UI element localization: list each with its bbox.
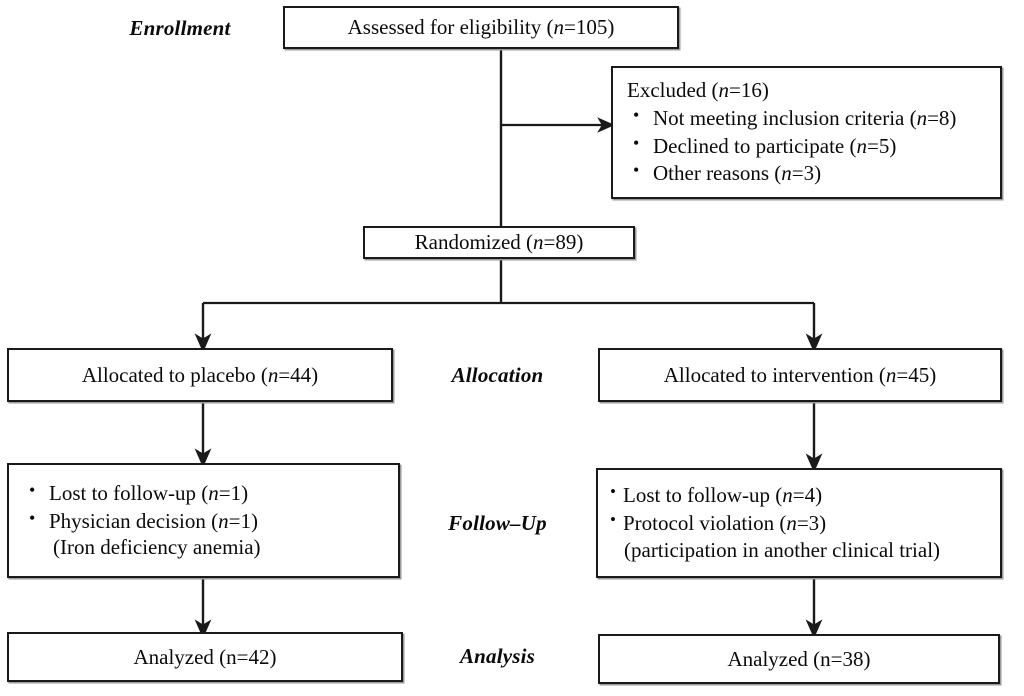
- analyzed-intervention-text: Analyzed (n=38): [727, 646, 871, 671]
- node-allocated-placebo[interactable]: Allocated to placebo (n=44): [7, 348, 393, 402]
- excluded-reason-list: Not meeting inclusion criteria (n=8) Dec…: [623, 104, 990, 188]
- node-allocated-intervention[interactable]: Allocated to intervention (n=45): [598, 348, 1002, 402]
- list-item: Other reasons (n=3): [623, 159, 990, 187]
- list-item: Lost to follow-up (n=4): [608, 481, 990, 509]
- assessed-text: Assessed for eligibility (n=105): [347, 15, 615, 40]
- followup-intervention-content: Lost to follow-up (n=4) Protocol violati…: [598, 481, 1000, 565]
- stage-label-followup: Follow–Up: [448, 511, 547, 535]
- followup-placebo-content: Lost to follow-up (n=1) Physician decisi…: [9, 479, 398, 563]
- node-analyzed-placebo[interactable]: Analyzed (n=42): [7, 632, 403, 682]
- list-item: Lost to follow-up (n=1): [19, 479, 388, 507]
- node-followup-intervention[interactable]: Lost to follow-up (n=4) Protocol violati…: [596, 468, 1002, 578]
- stage-label-enrollment: Enrollment: [129, 16, 231, 40]
- node-followup-placebo[interactable]: Lost to follow-up (n=1) Physician decisi…: [7, 463, 400, 578]
- list-item: Physician decision (n=1)(Iron deficiency…: [19, 507, 388, 562]
- node-excluded[interactable]: Excluded (n=16) Not meeting inclusion cr…: [611, 66, 1002, 199]
- excluded-lead: Excluded (n=16): [627, 77, 769, 102]
- stage-label-allocation: Allocation: [451, 363, 544, 387]
- list-item: Declined to participate (n=5): [623, 132, 990, 160]
- list-item-continuation: (participation in another clinical trial…: [624, 537, 941, 562]
- node-assessed-for-eligibility[interactable]: Assessed for eligibility (n=105): [283, 6, 679, 49]
- analyzed-placebo-text: Analyzed (n=42): [133, 644, 277, 669]
- node-analyzed-intervention[interactable]: Analyzed (n=38): [598, 634, 1000, 684]
- excluded-content: Excluded (n=16) Not meeting inclusion cr…: [613, 77, 1000, 189]
- randomized-text: Randomized (n=89): [414, 230, 584, 255]
- list-item: Not meeting inclusion criteria (n=8): [623, 104, 990, 132]
- followup-intervention-list: Lost to follow-up (n=4) Protocol violati…: [608, 481, 990, 564]
- allocated-intervention-text: Allocated to intervention (n=45): [663, 362, 937, 387]
- list-item: Protocol violation (n=3)(participation i…: [608, 509, 990, 564]
- followup-placebo-list: Lost to follow-up (n=1) Physician decisi…: [19, 479, 388, 562]
- list-item-continuation: (Iron deficiency anemia): [53, 535, 261, 560]
- node-randomized[interactable]: Randomized (n=89): [363, 226, 635, 259]
- stage-label-analysis: Analysis: [459, 644, 536, 668]
- allocated-placebo-text: Allocated to placebo (n=44): [81, 362, 319, 387]
